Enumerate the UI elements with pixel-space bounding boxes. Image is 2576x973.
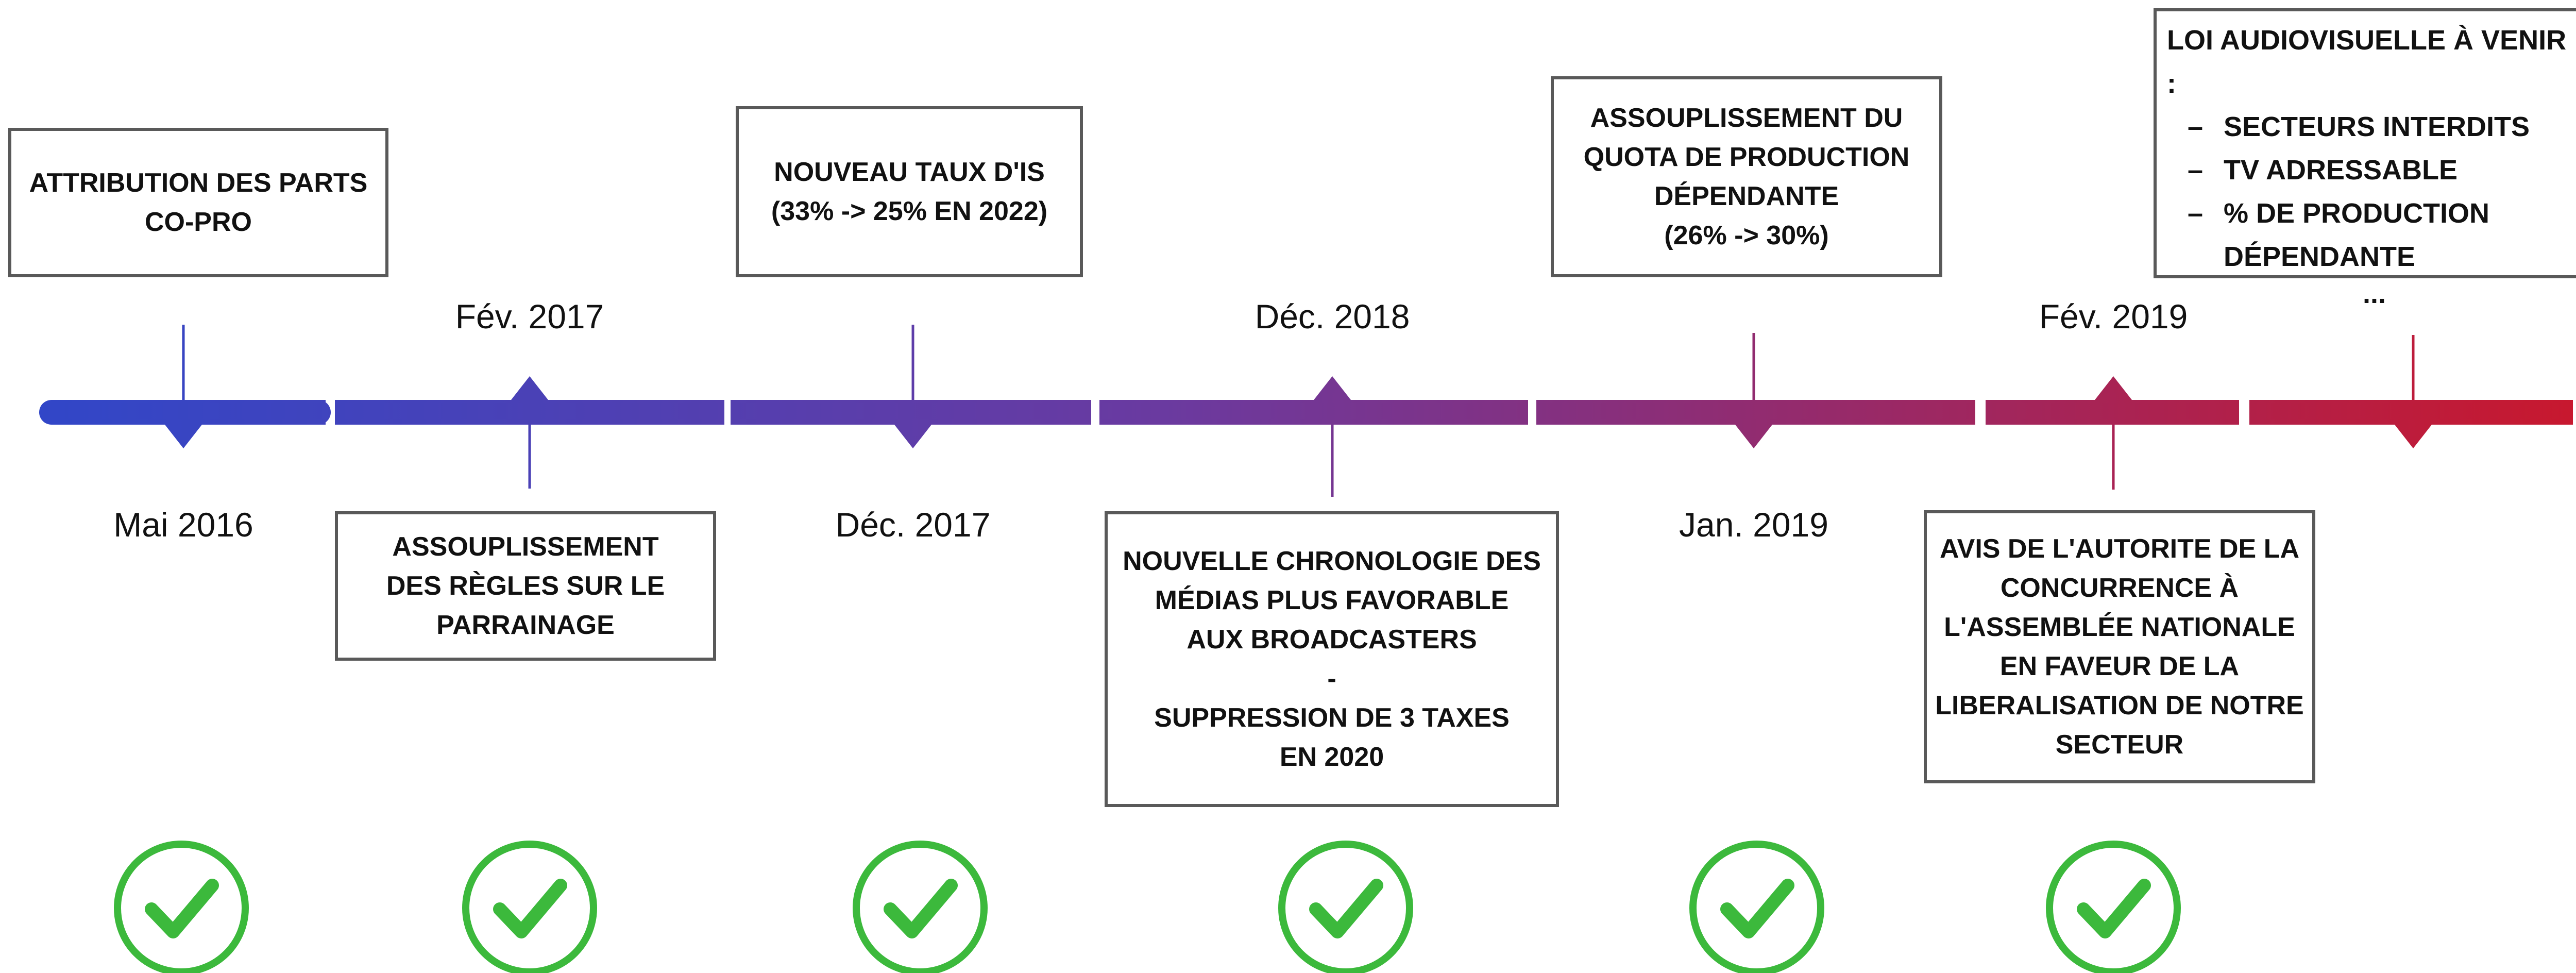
- date-label-fev-2017: Fév. 2017: [455, 297, 604, 335]
- checkmark-icon: [114, 841, 249, 973]
- future-law-item-continuation: DÉPENDANTE: [2224, 241, 2416, 272]
- checkmark-tick: [2077, 879, 2151, 938]
- checkmark-circle: [1278, 841, 1413, 973]
- milestone-box-jan-2019: ASSOUPLISSEMENT DU QUOTA DE PRODUCTION D…: [1551, 76, 1942, 277]
- timeline-segment: [731, 400, 1091, 425]
- checkmark-circle: [462, 841, 597, 973]
- milestone-text-dec-2018: NOUVELLE CHRONOLOGIE DES MÉDIAS PLUS FAV…: [1123, 546, 1541, 772]
- future-law-box: LOI AUDIOVISUELLE À VENIR : SECTEURS INT…: [2154, 8, 2576, 309]
- checkmark-circle: [853, 841, 988, 973]
- milestone-text-dec-2017: NOUVEAU TAUX D'IS (33% -> 25% EN 2022): [771, 157, 1048, 226]
- timeline-marker: [165, 425, 202, 448]
- future-law-list: SECTEURS INTERDITS TV ADRESSABLE % DE PR…: [2167, 105, 2576, 235]
- checkmark-circle: [2046, 841, 2181, 973]
- timeline-marker: [511, 376, 548, 400]
- date-label-mai-2016: Mai 2016: [113, 506, 253, 544]
- timeline-segment: [52, 400, 326, 425]
- timeline-segment: [335, 400, 724, 425]
- checkmark-circle: [1689, 841, 1824, 973]
- timeline-segment: [1536, 400, 1975, 425]
- timeline-segment: [1099, 400, 1528, 425]
- timeline-marker: [894, 425, 931, 448]
- milestone-text-fev-2019: AVIS DE L'AUTORITE DE LA CONCURRENCE À L…: [1935, 534, 2304, 760]
- checkmark-icon: [2046, 841, 2181, 973]
- future-law-item: TV ADRESSABLE: [2167, 148, 2576, 192]
- checkmark-icon: [462, 841, 597, 973]
- checkmark-icon: [853, 841, 988, 973]
- checkmark-tick: [1309, 879, 1383, 938]
- date-label-fev-2019: Fév. 2019: [2039, 297, 2188, 335]
- milestone-text-fev-2017: ASSOUPLISSEMENT DES RÈGLES SUR LE PARRAI…: [386, 532, 665, 640]
- milestone-box-mai-2016: ATTRIBUTION DES PARTS CO-PRO: [8, 128, 388, 277]
- checkmark-circle: [114, 841, 249, 973]
- date-label-jan-2019: Jan. 2019: [1679, 506, 1828, 544]
- milestone-text-jan-2019: ASSOUPLISSEMENT DU QUOTA DE PRODUCTION D…: [1583, 103, 1910, 250]
- milestone-box-dec-2017: NOUVEAU TAUX D'IS (33% -> 25% EN 2022): [736, 106, 1083, 277]
- milestone-box-fev-2019: AVIS DE L'AUTORITE DE LA CONCURRENCE À L…: [1924, 510, 2315, 783]
- checkmark-tick: [884, 879, 958, 938]
- checkmark-tick: [1720, 879, 1794, 938]
- milestone-box-dec-2018: NOUVELLE CHRONOLOGIE DES MÉDIAS PLUS FAV…: [1105, 511, 1559, 807]
- date-label-dec-2018: Déc. 2018: [1255, 297, 1410, 335]
- checkmark-icon: [1278, 841, 1413, 973]
- checkmark-icon: [1689, 841, 1824, 973]
- future-law-item: SECTEURS INTERDITS: [2167, 105, 2576, 148]
- future-law-more: ...: [2363, 278, 2386, 309]
- milestone-text-mai-2016: ATTRIBUTION DES PARTS CO-PRO: [29, 168, 368, 237]
- timeline-marker: [1735, 425, 1772, 448]
- date-label-dec-2017: Déc. 2017: [835, 506, 991, 544]
- timeline-segment: [2249, 400, 2573, 425]
- checkmark-tick: [493, 879, 567, 938]
- timeline-segment: [1986, 400, 2239, 425]
- future-law-item: % DE PRODUCTION: [2167, 192, 2576, 235]
- timeline-marker: [2395, 425, 2432, 448]
- future-law-title: LOI AUDIOVISUELLE À VENIR :: [2167, 25, 2567, 99]
- timeline-marker: [1314, 376, 1351, 400]
- checkmark-tick: [145, 879, 219, 938]
- timeline-marker: [2095, 376, 2132, 400]
- milestone-box-fev-2017: ASSOUPLISSEMENT DES RÈGLES SUR LE PARRAI…: [335, 511, 716, 661]
